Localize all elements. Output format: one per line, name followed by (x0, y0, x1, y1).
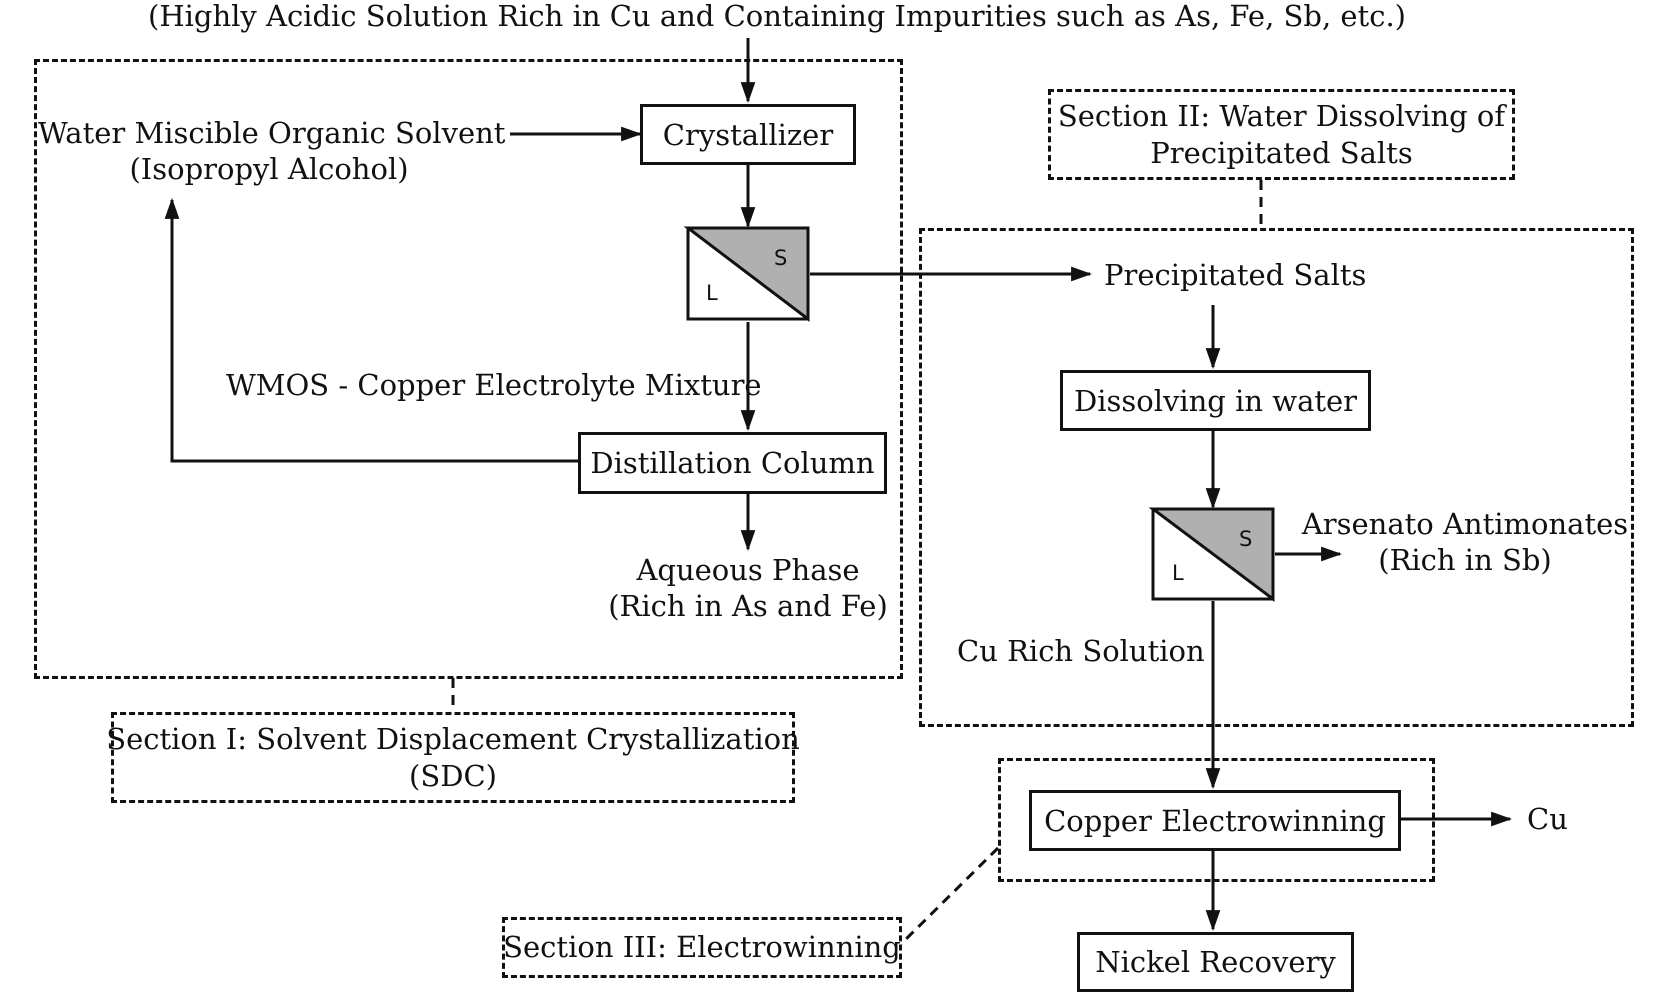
section1-boundary (34, 59, 903, 679)
section3-title-text: Section III: Electrowinning (503, 930, 901, 964)
section3-title: Section III: Electrowinning (502, 917, 902, 978)
solvent-label: Water Miscible Organic Solvent (Isopropy… (38, 115, 506, 187)
feed-label: (Highly Acidic Solution Rich in Cu and C… (148, 0, 1406, 33)
solvent-label-line2: (Isopropyl Alcohol) (129, 152, 409, 186)
solid-liquid-separator-1 (683, 226, 810, 323)
dissolving-in-water-box: Dissolving in water (1060, 370, 1371, 431)
arsenato-antimonates-label: Arsenato Antimonates (Rich in Sb) (1300, 506, 1630, 578)
separator2-liquid-label: L (1172, 561, 1184, 585)
solvent-label-line1: Water Miscible Organic Solvent (38, 116, 506, 150)
separator2-solid-label: S (1239, 527, 1253, 551)
distillation-column-box: Distillation Column (578, 432, 887, 494)
section1-title-line2: (SDC) (409, 758, 497, 793)
section2-boundary (919, 228, 1634, 727)
cu-output-label: Cu (1527, 802, 1568, 836)
section1-title-line1: Section I: Solvent Displacement Crystall… (106, 721, 800, 756)
section2-title-line2: Precipitated Salts (1150, 135, 1413, 170)
section2-title-line1: Section II: Water Dissolving of (1057, 98, 1506, 133)
section3-leader (898, 846, 1000, 947)
section1-title: Section I: Solvent Displacement Crystall… (106, 712, 800, 803)
crystallizer-box: Crystallizer (640, 104, 856, 165)
solid-liquid-separator-2 (1148, 507, 1275, 602)
separator1-solid-label: S (774, 246, 788, 270)
mixture-label: WMOS - Copper Electrolyte Mixture (226, 368, 762, 402)
nickel-recovery-box: Nickel Recovery (1077, 932, 1354, 992)
copper-electrowinning-box: Copper Electrowinning (1029, 790, 1401, 851)
arsenato-line2: (Rich in Sb) (1378, 543, 1552, 577)
section3-boundary (998, 758, 1435, 882)
precipitated-salts-label: Precipitated Salts (1104, 258, 1367, 292)
aqueous-phase-line2: (Rich in As and Fe) (608, 589, 888, 623)
section2-title: Section II: Water Dissolving of Precipit… (1048, 89, 1515, 180)
aqueous-phase-label: Aqueous Phase (Rich in As and Fe) (608, 552, 888, 624)
cu-rich-solution-label: Cu Rich Solution (957, 634, 1205, 668)
arsenato-line1: Arsenato Antimonates (1301, 507, 1629, 541)
recycle-arrow (164, 197, 578, 463)
separator1-liquid-label: L (706, 281, 718, 305)
aqueous-phase-line1: Aqueous Phase (636, 553, 860, 587)
